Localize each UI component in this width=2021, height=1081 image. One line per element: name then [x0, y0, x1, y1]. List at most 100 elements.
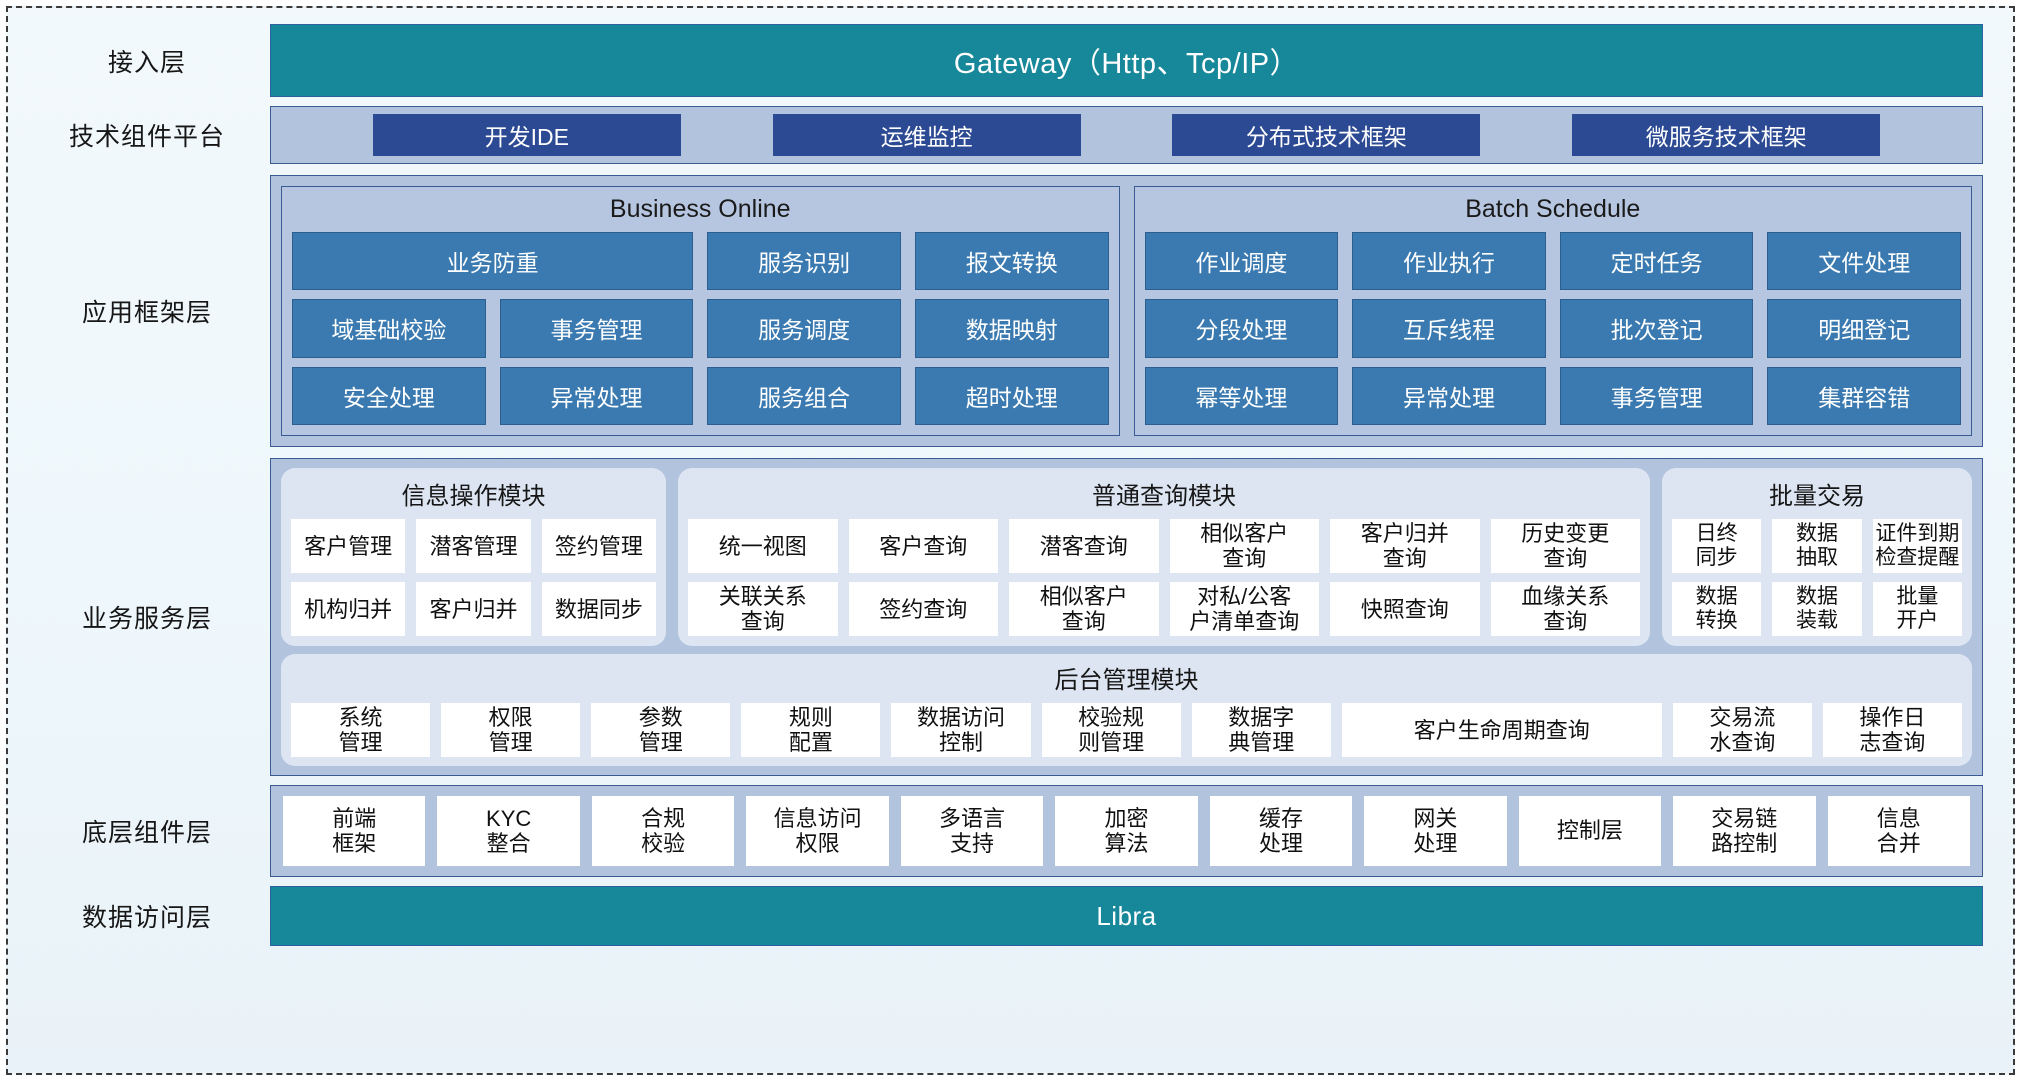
component-cell-3[interactable]: 信息访问权限 — [746, 796, 889, 866]
service-module-title: 批量交易 — [1769, 483, 1865, 510]
framework-cell-1-7[interactable]: 明细登记 — [1767, 299, 1961, 358]
service-cell-1-0[interactable]: 统一视图 — [688, 519, 838, 574]
libra-banner[interactable]: Libra — [270, 886, 1983, 946]
admin-cell-0[interactable]: 系统管理 — [291, 703, 431, 758]
layer-body-business-service: 信息操作模块客户管理潜客管理签约管理机构归并客户归并数据同步普通查询模块统一视图… — [270, 458, 1983, 776]
layer-body-tech-platform: 开发IDE 运维监控 分布式技术框架 微服务技术框架 — [270, 106, 1983, 164]
layer-label-data-access: 数据访问层 — [81, 904, 212, 932]
framework-group-grid: 业务防重服务识别报文转换域基础校验事务管理服务调度数据映射安全处理异常处理服务组… — [292, 232, 1109, 425]
layer-label-business-service: 业务服务层 — [81, 605, 212, 633]
component-cell-9[interactable]: 交易链路控制 — [1673, 796, 1816, 866]
service-cell-2-4[interactable]: 数据装载 — [1772, 582, 1862, 637]
component-cell-0[interactable]: 前端框架 — [283, 796, 426, 866]
admin-cell-1[interactable]: 权限管理 — [441, 703, 581, 758]
service-cell-2-3[interactable]: 数据转换 — [1672, 582, 1762, 637]
framework-cell-1-0[interactable]: 作业调度 — [1144, 232, 1339, 291]
admin-cell-8[interactable]: 交易流水查询 — [1672, 703, 1812, 758]
layer-row-tech-platform: 技术组件平台 开发IDE 运维监控 分布式技术框架 微服务技术框架 — [24, 106, 1983, 164]
framework-cell-0-0[interactable]: 业务防重 — [292, 232, 694, 291]
framework-cell-0-9[interactable]: 服务组合 — [707, 366, 901, 425]
tech-chip-1[interactable]: 运维监控 — [772, 114, 1081, 156]
spacer — [24, 776, 1983, 785]
framework-group-0: Business Online 业务防重服务识别报文转换域基础校验事务管理服务调度… — [281, 186, 1120, 436]
framework-cell-1-4[interactable]: 分段处理 — [1144, 299, 1339, 358]
framework-cell-0-3[interactable]: 域基础校验 — [292, 299, 486, 358]
service-module-0: 信息操作模块客户管理潜客管理签约管理机构归并客户归并数据同步 — [281, 468, 666, 647]
framework-group-grid: 作业调度作业执行定时任务文件处理分段处理互斥线程批次登记明细登记幂等处理异常处理… — [1144, 232, 1961, 425]
service-cell-1-2[interactable]: 潜客查询 — [1009, 519, 1159, 574]
component-cell-6[interactable]: 缓存处理 — [1209, 796, 1353, 866]
tech-chip-3[interactable]: 微服务技术框架 — [1572, 114, 1881, 156]
framework-cell-0-8[interactable]: 异常处理 — [499, 366, 694, 425]
gateway-banner[interactable]: Gateway（Http、Tcp/IP） — [270, 24, 1983, 97]
service-cell-0-3[interactable]: 机构归并 — [291, 582, 406, 637]
service-cell-0-2[interactable]: 签约管理 — [541, 519, 656, 574]
layer-label-tech-platform: 技术组件平台 — [68, 123, 225, 151]
service-cell-2-0[interactable]: 日终同步 — [1672, 519, 1762, 574]
framework-cell-0-7[interactable]: 安全处理 — [292, 366, 486, 425]
service-cell-2-1[interactable]: 数据抽取 — [1772, 519, 1862, 574]
admin-cell-5[interactable]: 校验规则管理 — [1041, 703, 1181, 758]
spacer — [24, 97, 1983, 106]
framework-group-1: Batch Schedule 作业调度作业执行定时任务文件处理分段处理互斥线程批次… — [1133, 186, 1972, 436]
framework-cell-1-8[interactable]: 幂等处理 — [1144, 366, 1339, 425]
framework-cell-1-9[interactable]: 异常处理 — [1352, 366, 1546, 425]
framework-group-title: Business Online — [609, 195, 791, 223]
framework-cell-1-3[interactable]: 文件处理 — [1767, 232, 1961, 291]
framework-group-title: Batch Schedule — [1465, 195, 1641, 223]
tech-chip-2[interactable]: 分布式技术框架 — [1172, 114, 1481, 156]
framework-cell-1-5[interactable]: 互斥线程 — [1352, 299, 1546, 358]
admin-cell-9[interactable]: 操作日志查询 — [1822, 703, 1962, 758]
service-module-title: 信息操作模块 — [401, 483, 546, 510]
service-cell-1-3[interactable]: 相似客户查询 — [1169, 519, 1319, 574]
service-module-grid: 客户管理潜客管理签约管理机构归并客户归并数据同步 — [291, 519, 656, 637]
admin-cell-7[interactable]: 客户生命周期查询 — [1341, 703, 1662, 758]
service-cell-1-5[interactable]: 历史变更查询 — [1490, 519, 1640, 574]
component-cell-10[interactable]: 信息合并 — [1827, 796, 1970, 866]
component-cell-8[interactable]: 控制层 — [1518, 796, 1662, 866]
service-cell-1-9[interactable]: 对私/公客户清单查询 — [1169, 582, 1319, 637]
framework-cell-1-10[interactable]: 事务管理 — [1559, 366, 1754, 425]
component-cell-7[interactable]: 网关处理 — [1364, 796, 1507, 866]
admin-cell-4[interactable]: 数据访问控制 — [891, 703, 1031, 758]
service-cell-1-1[interactable]: 客户查询 — [848, 519, 998, 574]
framework-cell-0-6[interactable]: 数据映射 — [914, 299, 1109, 358]
service-cell-1-6[interactable]: 关联关系查询 — [688, 582, 838, 637]
service-cell-1-10[interactable]: 快照查询 — [1330, 582, 1480, 637]
framework-cell-0-2[interactable]: 报文转换 — [914, 232, 1109, 291]
spacer — [24, 447, 1983, 458]
admin-cell-2[interactable]: 参数管理 — [591, 703, 731, 758]
framework-cell-1-6[interactable]: 批次登记 — [1559, 299, 1754, 358]
admin-cell-6[interactable]: 数据字典管理 — [1191, 703, 1331, 758]
service-cell-1-11[interactable]: 血缘关系查询 — [1490, 582, 1640, 637]
component-cell-5[interactable]: 加密算法 — [1055, 796, 1198, 866]
component-cell-2[interactable]: 合规校验 — [591, 796, 735, 866]
service-module-grid: 统一视图客户查询潜客查询相似客户查询客户归并查询历史变更查询关联关系查询签约查询… — [688, 519, 1640, 637]
framework-cell-1-1[interactable]: 作业执行 — [1352, 232, 1546, 291]
service-cell-1-8[interactable]: 相似客户查询 — [1009, 582, 1159, 637]
component-cell-4[interactable]: 多语言支持 — [900, 796, 1044, 866]
service-cell-1-4[interactable]: 客户归并查询 — [1330, 519, 1480, 574]
framework-cell-1-2[interactable]: 定时任务 — [1559, 232, 1754, 291]
layer-row-access: 接入层 Gateway（Http、Tcp/IP） — [24, 24, 1983, 97]
framework-cell-0-5[interactable]: 服务调度 — [707, 299, 901, 358]
service-cell-0-4[interactable]: 客户归并 — [416, 582, 531, 637]
service-cell-0-1[interactable]: 潜客管理 — [416, 519, 531, 574]
tech-chip-0[interactable]: 开发IDE — [372, 114, 681, 156]
service-cell-2-2[interactable]: 证件到期检查提醒 — [1872, 519, 1962, 574]
framework-cell-0-1[interactable]: 服务识别 — [707, 232, 901, 291]
admin-cell-3[interactable]: 规则配置 — [741, 703, 881, 758]
framework-cell-0-4[interactable]: 事务管理 — [499, 299, 694, 358]
service-cell-0-0[interactable]: 客户管理 — [291, 519, 406, 574]
service-cell-2-5[interactable]: 批量开户 — [1872, 582, 1962, 637]
service-cell-0-5[interactable]: 数据同步 — [541, 582, 656, 637]
framework-cell-0-10[interactable]: 超时处理 — [914, 366, 1109, 425]
service-cell-1-7[interactable]: 签约查询 — [848, 582, 998, 637]
service-module-grid: 日终同步数据抽取证件到期检查提醒数据转换数据装载批量开户 — [1672, 519, 1962, 637]
framework-cell-1-11[interactable]: 集群容错 — [1767, 366, 1961, 425]
